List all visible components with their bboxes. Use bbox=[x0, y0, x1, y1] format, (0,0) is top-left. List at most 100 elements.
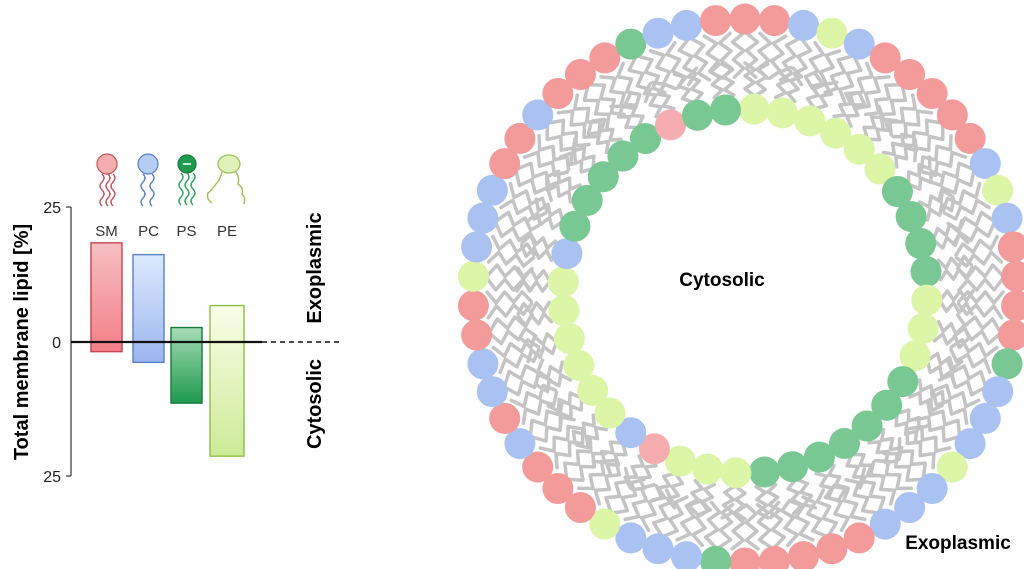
outer-lipid-tail bbox=[582, 84, 611, 130]
outer-lipid-tail bbox=[859, 466, 886, 514]
inner-lipid-tail bbox=[591, 440, 623, 465]
outer-lipid-head-red bbox=[457, 290, 489, 322]
inner-lipid-tail bbox=[516, 266, 552, 282]
outer-lipid-head-red bbox=[589, 42, 621, 74]
inner-lipid-tail bbox=[665, 472, 685, 510]
outer-lipid-head-red bbox=[954, 122, 986, 154]
outer-lipid-head-blue bbox=[671, 9, 702, 41]
outer-lipid-head-red bbox=[522, 451, 554, 483]
outer-lipid-tail bbox=[547, 118, 591, 148]
outer-lipid-tail bbox=[954, 250, 1004, 268]
inner-lipid-tail bbox=[546, 169, 582, 191]
outer-lipid-tail bbox=[495, 210, 544, 232]
outer-lipid-head-blue bbox=[461, 231, 493, 263]
inner-lipid-head-green bbox=[559, 210, 591, 242]
inner-leaflet-headgroups bbox=[547, 93, 943, 489]
inner-lipid-head-lime bbox=[766, 97, 798, 129]
outer-lipid-tail bbox=[949, 347, 992, 375]
inner-lipid-head-blue bbox=[551, 238, 583, 270]
outer-lipid-head-red bbox=[869, 42, 901, 74]
vesicle-exoplasmic-label: Exoplasmic bbox=[905, 533, 1011, 554]
outer-lipid-tail bbox=[499, 198, 548, 221]
inner-lipid-tail bbox=[925, 360, 956, 385]
inner-lipid-tail bbox=[814, 80, 839, 111]
inner-lipid-head-pink bbox=[638, 433, 670, 465]
inner-lipid-tail bbox=[936, 254, 974, 270]
outer-lipid-tail bbox=[768, 500, 787, 550]
outer-lipid-tail bbox=[486, 302, 534, 320]
outer-lipid-head-lime bbox=[936, 451, 968, 483]
inner-lipid-tail bbox=[520, 232, 558, 250]
inner-lipid-tail bbox=[786, 478, 804, 516]
outer-lipid-head-blue bbox=[642, 17, 674, 49]
outer-lipid-head-lime bbox=[982, 174, 1014, 206]
outer-lipid-head-red bbox=[843, 522, 875, 554]
outer-lipid-tail bbox=[508, 181, 549, 213]
outer-lipid-tail bbox=[949, 338, 999, 358]
outer-lipid-tail bbox=[957, 276, 1005, 292]
outer-lipid-head-blue bbox=[476, 174, 508, 206]
outer-lipid-tail bbox=[521, 390, 559, 425]
outer-lipid-tail bbox=[522, 150, 569, 178]
inner-lipid-tail bbox=[879, 427, 904, 461]
y-tick-label-zero: 0 bbox=[52, 335, 61, 352]
outer-lipid-head-red bbox=[542, 473, 574, 504]
inner-lipid-head-lime bbox=[664, 445, 696, 477]
inner-lipid-tail bbox=[932, 332, 970, 350]
outer-lipid-tail bbox=[509, 383, 558, 409]
inner-lipid-tail bbox=[720, 62, 736, 98]
inner-lipid-head-lime bbox=[864, 153, 896, 185]
outer-lipid-tail bbox=[593, 460, 621, 506]
inner-lipid-tail bbox=[906, 155, 932, 185]
inner-lipid-tail bbox=[867, 440, 899, 465]
inner-lipid-head-green bbox=[905, 228, 937, 259]
outer-lipid-tail bbox=[703, 500, 722, 550]
inner-lipid-head-green bbox=[895, 201, 927, 233]
inner-lipid-tail bbox=[534, 197, 565, 222]
inner-lipid-tail bbox=[908, 391, 944, 413]
inner-lipid-tail bbox=[519, 243, 554, 263]
outer-lipid-head-blue bbox=[642, 533, 674, 565]
vesicle-cytosolic-label: Cytosolic bbox=[679, 270, 765, 291]
outer-lipid-head-blue bbox=[522, 99, 554, 131]
inner-lipid-tail bbox=[851, 452, 881, 478]
inner-lipid-tail bbox=[845, 92, 867, 128]
outer-lipid-head-red bbox=[729, 547, 761, 569]
inner-lipid-head-green bbox=[607, 140, 639, 172]
inner-lipid-head-lime bbox=[692, 453, 724, 485]
outer-lipid-head-green bbox=[700, 545, 732, 569]
inner-lipid-tail bbox=[881, 132, 915, 157]
outer-lipid-tail bbox=[486, 250, 536, 268]
inner-lipid-head-lime bbox=[720, 457, 752, 489]
outer-lipid-head-red bbox=[1001, 290, 1024, 322]
outer-lipid-tail bbox=[537, 133, 571, 172]
y-axis-label: Total membrane lipid [%] bbox=[11, 224, 33, 460]
inner-lipid-head-green bbox=[829, 427, 860, 459]
inner-lipid-tail bbox=[867, 117, 899, 142]
chart-cytosolic-label: Cytosolic bbox=[304, 359, 326, 449]
inner-lipid-head-green bbox=[887, 366, 919, 398]
inner-lipid-tail bbox=[766, 482, 782, 520]
outer-lipid-tail bbox=[744, 503, 760, 551]
outer-lipid-tail bbox=[848, 61, 874, 109]
outer-lipid-tail bbox=[498, 347, 541, 375]
inner-lipid-tail bbox=[896, 408, 932, 431]
outer-lipid-head-blue bbox=[476, 376, 508, 408]
outer-lipid-head-blue bbox=[467, 202, 499, 234]
outer-lipid-tail bbox=[651, 488, 675, 537]
outer-lipid-head-blue bbox=[504, 428, 536, 460]
outer-lipid-head-lime bbox=[816, 17, 848, 49]
outer-lipid-tail bbox=[864, 82, 902, 117]
outer-lipid-tail bbox=[538, 424, 583, 453]
outer-lipid-head-green bbox=[991, 348, 1023, 380]
outer-lipid-tail bbox=[826, 484, 851, 533]
inner-lipid-tail bbox=[558, 151, 594, 174]
inner-lipid-tail bbox=[894, 413, 919, 445]
outer-lipid-head-red bbox=[758, 545, 790, 569]
inner-lipid-tail bbox=[686, 478, 704, 516]
inner-lipid-tail bbox=[526, 211, 564, 231]
outer-lipid-tail bbox=[844, 477, 879, 515]
outer-lipid-tail bbox=[491, 338, 541, 358]
sm-lipid-icon bbox=[96, 153, 118, 207]
outer-lipid-tail bbox=[530, 415, 576, 443]
